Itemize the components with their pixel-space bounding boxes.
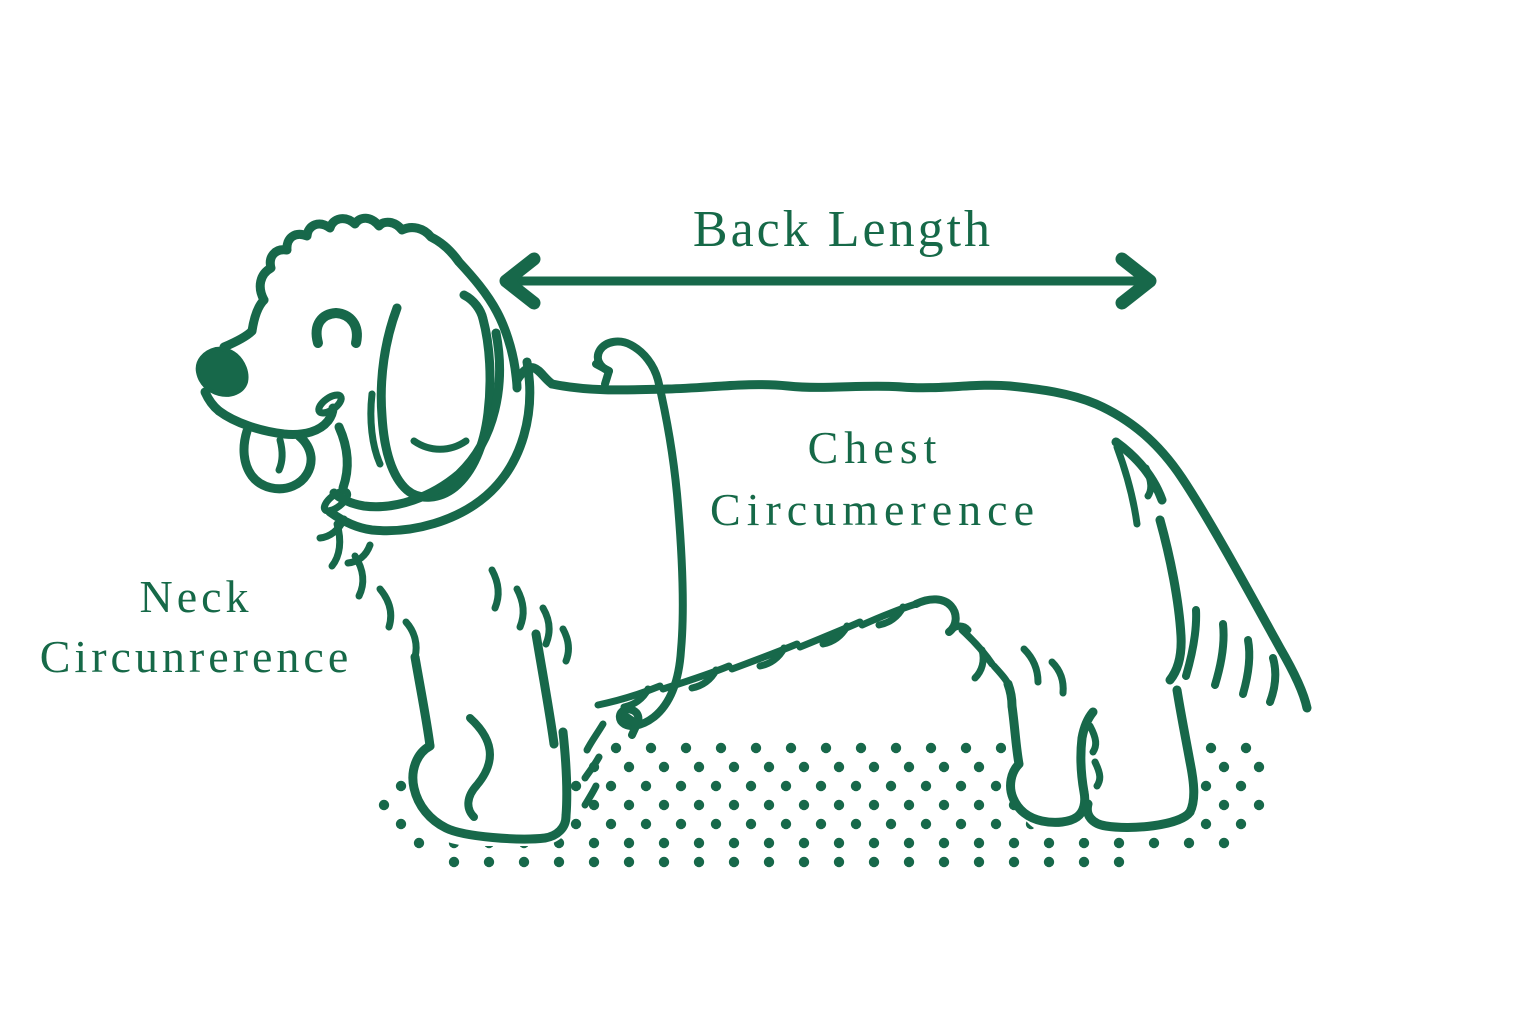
hind-leg-far-back bbox=[1172, 685, 1199, 817]
rump-inner-line bbox=[1113, 443, 1141, 528]
front-leg-far-back bbox=[558, 727, 572, 821]
hind-paw-near bbox=[1006, 701, 1098, 827]
front-paw bbox=[408, 741, 571, 844]
closed-eye bbox=[311, 308, 362, 348]
muzzle-top bbox=[219, 326, 257, 352]
smile-mouth bbox=[214, 403, 338, 439]
back-length-arrow-icon bbox=[499, 252, 1157, 310]
back-length-text: Back Length bbox=[692, 201, 994, 258]
neck-label-line1: Neck bbox=[139, 571, 253, 622]
neck-label-line2: Circunrerence bbox=[39, 631, 353, 682]
collar-lower-edge bbox=[325, 357, 535, 536]
chest-loop-arrowhead-bottom bbox=[621, 712, 641, 739]
nose bbox=[195, 346, 249, 397]
hind-paw-far bbox=[1082, 799, 1195, 832]
tail-inner-edge bbox=[1155, 515, 1186, 685]
belly-fur bbox=[594, 595, 1067, 711]
topknot-fur bbox=[255, 213, 522, 393]
cheek-line bbox=[334, 422, 352, 493]
arrow-head-right bbox=[1115, 252, 1157, 310]
tail-feathers bbox=[1182, 606, 1280, 706]
chest-label-line1: Chest bbox=[807, 422, 943, 473]
chest-loop-arrowhead-top bbox=[592, 360, 613, 388]
front-leg-fur-dashes bbox=[581, 720, 607, 809]
front-ankle-fold bbox=[464, 714, 494, 821]
chest-label-line2: Circumerence bbox=[710, 484, 1040, 535]
back-and-tail bbox=[512, 363, 1312, 713]
hind-legs bbox=[1003, 679, 1199, 832]
tongue-crease bbox=[275, 436, 286, 474]
neck-ruff-fur bbox=[316, 515, 572, 665]
front-leg-outer bbox=[410, 652, 435, 751]
neck-circumference-label: Neck Circunrerence bbox=[0, 567, 392, 687]
collar-notch bbox=[512, 363, 557, 389]
forehead-profile bbox=[247, 295, 269, 336]
back-length-label: Back Length bbox=[593, 200, 1093, 260]
front-legs bbox=[408, 629, 607, 844]
rump-fur-tick bbox=[1142, 464, 1155, 500]
front-leg-far-front bbox=[531, 629, 559, 749]
hind-ankle-fur bbox=[1086, 722, 1104, 790]
arrow-head-left bbox=[499, 252, 541, 310]
chest-circumference-label: Chest Circumerence bbox=[675, 417, 1075, 541]
tongue bbox=[239, 426, 316, 494]
chest-loop-icon bbox=[592, 337, 687, 739]
collar bbox=[325, 328, 535, 536]
ear-inner-bottom bbox=[410, 437, 470, 453]
dog-line-art bbox=[195, 213, 1312, 844]
mouth-corner-dimple bbox=[315, 391, 345, 417]
ear-outline bbox=[376, 290, 495, 502]
chest-loop-line bbox=[593, 337, 687, 730]
dog-head bbox=[195, 213, 522, 515]
back-line-to-tail bbox=[547, 379, 1312, 713]
collar-upper-edge bbox=[329, 328, 505, 512]
ear-inner-line bbox=[367, 390, 384, 468]
